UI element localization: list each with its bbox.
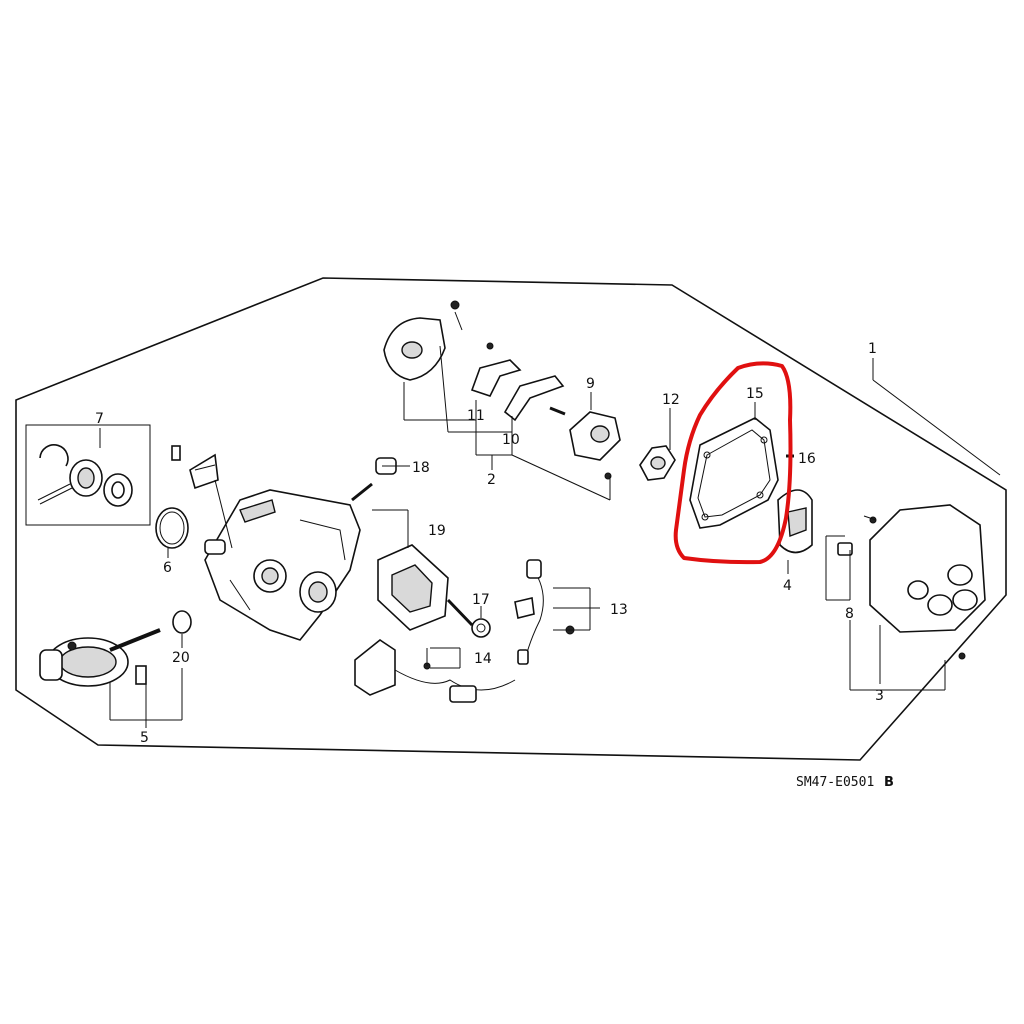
- callout-4: 4: [783, 578, 792, 594]
- callout-9: 9: [586, 376, 595, 392]
- callout-7: 7: [95, 411, 104, 427]
- part-7-bearing-set: [37, 444, 133, 507]
- part-7-group-box: [25, 424, 151, 526]
- callout-leaders: [99, 345, 1001, 728]
- part-19-igniter: [351, 482, 474, 631]
- drawing-code: SM47-E0501: [796, 775, 874, 790]
- callout-8: 8: [845, 606, 854, 622]
- callout-20: 20: [172, 650, 190, 666]
- callout-11: 11: [467, 408, 485, 424]
- callout-2: 2: [487, 472, 496, 488]
- callout-6: 6: [163, 560, 172, 576]
- callout-13: 13: [610, 602, 628, 618]
- part-5-vacuum-advance: [39, 628, 161, 687]
- part-10-clamp: [503, 375, 566, 422]
- callout-12: 12: [662, 392, 680, 408]
- callout-10: 10: [502, 432, 520, 448]
- callout-3: 3: [875, 688, 884, 704]
- callout-14: 14: [474, 651, 492, 667]
- callout-19: 19: [428, 523, 446, 539]
- part-12-reluctor: [639, 445, 676, 481]
- drawing-code-suffix: B: [884, 775, 894, 790]
- part-17-nut: [471, 618, 491, 638]
- callout-5: 5: [140, 730, 149, 746]
- distributor-housing: [204, 489, 361, 641]
- callout-15: 15: [746, 386, 764, 402]
- part-20-seal: [172, 610, 192, 634]
- callout-1: 1: [868, 341, 877, 357]
- highlight-outline: [673, 361, 793, 565]
- part-3-cap: [837, 504, 986, 660]
- part-14-harness: [354, 639, 516, 703]
- part-6-o-ring: [155, 507, 189, 549]
- callout-18: 18: [412, 460, 430, 476]
- part-15-gasket: [689, 417, 779, 529]
- assembly-boundary: [15, 277, 1007, 761]
- part-13-wires: [514, 559, 575, 665]
- part-4-rotor: [777, 489, 813, 554]
- pickup-screw-bracket: [171, 445, 219, 490]
- part-11-clamp: [470, 359, 522, 397]
- part-2-breaker-plate: [383, 300, 494, 381]
- callout-17: 17: [472, 592, 490, 608]
- callout-16: 16: [798, 451, 816, 467]
- part-9-pickup: [569, 411, 621, 480]
- callout-numbers: 1 2 3 4 5 6 7 8 9 10 11 12 13 14 15 16 1…: [95, 341, 884, 746]
